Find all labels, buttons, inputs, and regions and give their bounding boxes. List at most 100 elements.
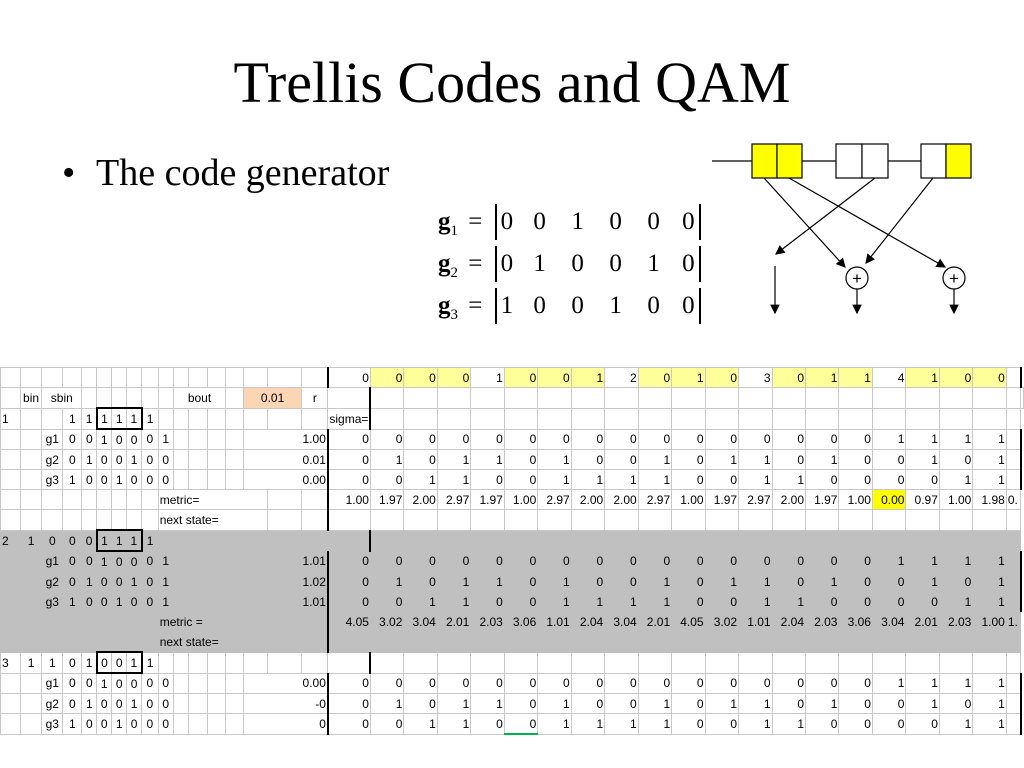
value-cell: 0: [503, 591, 539, 612]
sheet-cell: [126, 489, 143, 510]
value-cell: 0: [436, 672, 472, 694]
sheet-cell: [126, 367, 143, 388]
value-cell: 0: [326, 428, 371, 450]
value-cell: 0: [503, 550, 539, 572]
value-cell: 0: [938, 449, 974, 470]
vector-entry: 0: [682, 292, 695, 319]
sheet-cell: [1005, 407, 1022, 430]
sheet-cell: [225, 387, 244, 409]
state-header-cell: 0: [326, 367, 371, 388]
value-cell: 0: [838, 713, 873, 735]
sheet-cell: [503, 407, 539, 430]
sheet-cell: [126, 631, 143, 653]
sheet-cell: [637, 529, 673, 552]
bit-cell: 0: [157, 449, 174, 470]
value-cell: 1: [905, 550, 940, 572]
sheet-cell: [187, 449, 208, 470]
bullet-text: The code generator: [96, 152, 390, 194]
value-cell: 0: [738, 550, 773, 572]
bit-cell: 0: [141, 713, 159, 735]
metric-cell: 1.00: [838, 489, 873, 510]
value-cell: 1: [972, 591, 1007, 612]
sheet-cell: [41, 631, 64, 653]
bit-cell: 1: [95, 407, 113, 430]
sheet-cell: [1005, 713, 1022, 735]
sheet-cell: [206, 550, 227, 572]
sheet-cell: [141, 509, 159, 531]
sheet-cell: [0, 693, 21, 714]
value-cell: 1: [972, 571, 1007, 592]
bit-cell: 1: [157, 571, 174, 592]
value-cell: 0: [503, 672, 539, 694]
value-cell: 0: [738, 672, 773, 694]
bit-cell: 0: [81, 550, 98, 572]
tap-line: [763, 177, 846, 268]
sheet-cell: [225, 529, 244, 552]
sheet-cell: [1005, 387, 1022, 409]
value-cell: 0: [871, 693, 907, 714]
bit-cell: 1: [141, 651, 159, 674]
shift-register-cell: [945, 143, 972, 179]
bit-cell: 1: [157, 428, 174, 450]
metric-cell: 0.00: [871, 489, 907, 510]
value-cell: 1: [369, 693, 405, 714]
sheet-cell: [0, 591, 21, 612]
sheet-cell: [41, 407, 64, 430]
state-header-cell: 1: [905, 367, 940, 388]
sheet-cell: [470, 509, 505, 531]
metric-cell: 1.01: [738, 611, 773, 632]
sheet-cell: [225, 367, 244, 388]
sheet-cell: [436, 387, 472, 409]
sheet-cell: [225, 693, 244, 714]
value-cell: 0: [470, 591, 505, 612]
sheet-cell: [206, 407, 227, 430]
value-cell: 1: [738, 591, 773, 612]
metric-cell: 2.01: [637, 611, 673, 632]
bit-cell: 0: [111, 672, 128, 694]
value-cell: 1: [604, 591, 639, 612]
value-cell: 1: [704, 693, 740, 714]
sheet-cell: [327, 651, 371, 674]
sheet-cell: [96, 489, 113, 510]
sheet-cell: [225, 449, 244, 470]
sheet-cell: [81, 509, 98, 531]
sheet-cell: [671, 529, 706, 552]
metric-cell: 2.03: [938, 611, 974, 632]
vector-entry: 1: [647, 250, 660, 277]
value-cell: 0: [771, 449, 807, 470]
value-cell: 0: [326, 571, 371, 592]
value-cell: 1: [972, 449, 1007, 470]
sheet-cell: [267, 631, 303, 653]
next-state-label: next state=: [157, 509, 269, 531]
value-cell: 0: [704, 591, 740, 612]
gen-subscript: 3: [450, 307, 459, 323]
sheet-cell: [225, 672, 244, 694]
value-cell: 1: [738, 713, 773, 735]
metric-cell: 3.04: [604, 611, 639, 632]
sheet-cell: [403, 631, 438, 653]
block-id: 2: [0, 529, 21, 552]
value-cell: 0: [637, 428, 673, 450]
bit-cell: 0: [62, 693, 83, 714]
bit-cell: 1: [126, 571, 143, 592]
bit-cell: 0: [111, 693, 128, 714]
sheet-cell: [19, 509, 43, 531]
value-cell: 0: [671, 672, 706, 694]
sheet-cell: [172, 651, 189, 674]
received-value: 0.00: [242, 672, 329, 694]
vector-entry: 0: [682, 208, 695, 235]
value-cell: 0: [537, 550, 572, 572]
sheet-cell: [637, 651, 673, 674]
sheet-cell: [838, 651, 873, 674]
sheet-cell: [403, 509, 438, 531]
sheet-cell: [187, 428, 208, 450]
value-cell: 1: [938, 469, 974, 490]
sheet-cell: [369, 407, 405, 430]
gen-symbol: g: [438, 292, 451, 319]
sheet-cell: [126, 387, 143, 409]
bit-cell: 0: [96, 449, 113, 470]
value-cell: 0: [805, 428, 840, 450]
equals-sign: =: [468, 208, 483, 235]
sheet-cell: [671, 651, 706, 674]
